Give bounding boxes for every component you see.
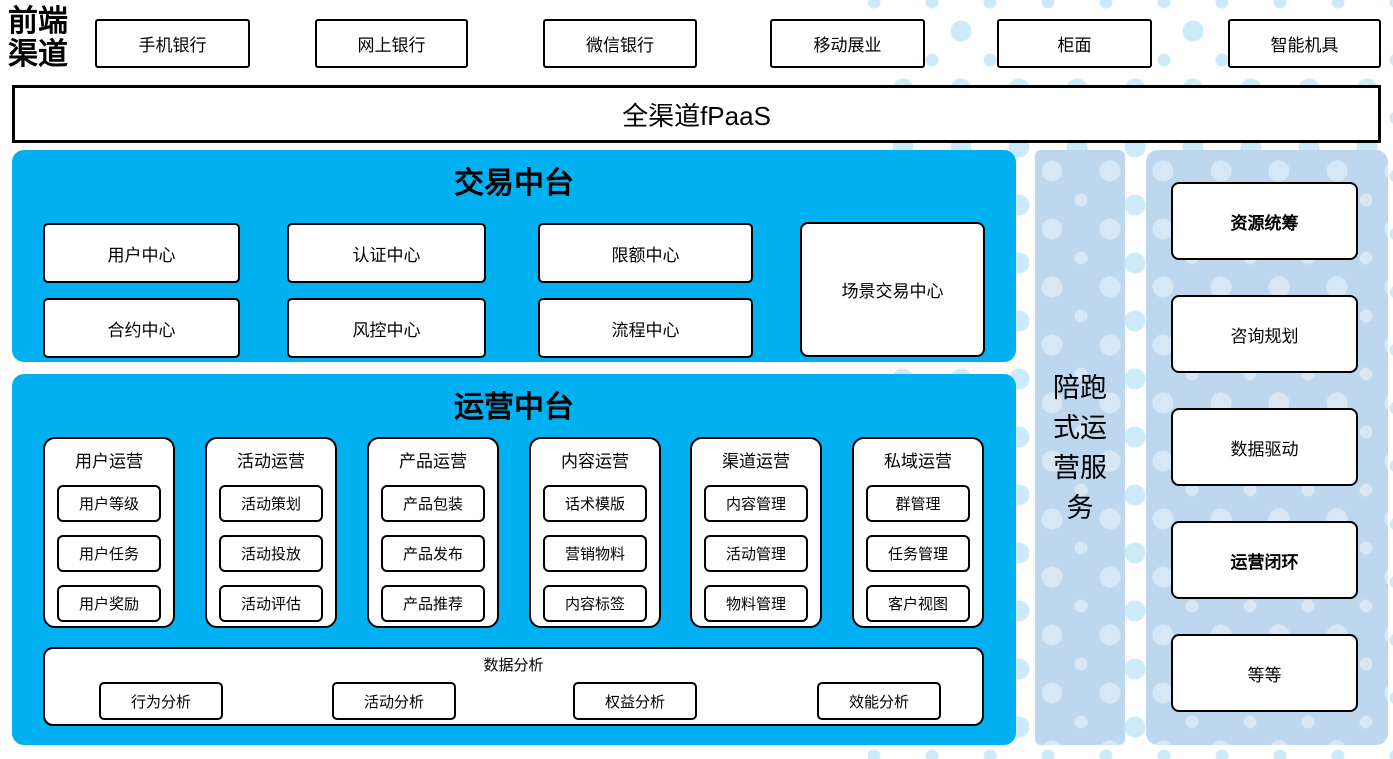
- ops-column-product: 产品运营 产品包装 产品发布 产品推荐: [367, 437, 499, 628]
- accompanying-service-label: 陪跑式运营服务: [1053, 372, 1107, 523]
- ops-item: 话术模版: [543, 485, 647, 522]
- service-box-consulting: 咨询规划: [1171, 295, 1358, 373]
- center-box-contract: 合约中心: [43, 298, 240, 358]
- analysis-box-behavior: 行为分析: [99, 682, 223, 720]
- data-analysis-title: 数据分析: [483, 657, 544, 674]
- channel-box-mobile-banking: 手机银行: [95, 19, 250, 68]
- accompanying-service-bar: 陪跑式运营服务: [1035, 150, 1125, 745]
- center-box-process: 流程中心: [538, 298, 753, 358]
- ops-item: 用户任务: [57, 535, 161, 572]
- ops-item: 活动投放: [219, 535, 323, 572]
- service-box-etc: 等等: [1171, 634, 1358, 712]
- center-box-risk: 风控中心: [287, 298, 486, 358]
- service-box-data-driven: 数据驱动: [1171, 408, 1358, 486]
- ops-column-activity: 活动运营 活动策划 活动投放 活动评估: [205, 437, 337, 628]
- ops-column-header: 内容运营: [561, 452, 629, 471]
- ops-item: 产品包装: [381, 485, 485, 522]
- center-box-scene-transaction: 场景交易中心: [800, 222, 985, 357]
- service-box-resource-planning: 资源统筹: [1171, 182, 1358, 260]
- ops-item: 物料管理: [704, 585, 808, 622]
- ops-item: 客户视图: [866, 585, 970, 622]
- ops-item: 活动评估: [219, 585, 323, 622]
- frontend-channels-label: 前端渠道: [8, 5, 68, 71]
- ops-item: 产品发布: [381, 535, 485, 572]
- ops-column-header: 活动运营: [237, 452, 305, 471]
- center-box-user: 用户中心: [43, 223, 240, 283]
- channel-box-counter: 柜面: [997, 19, 1152, 68]
- center-box-limit: 限额中心: [538, 223, 753, 283]
- ops-item: 用户等级: [57, 485, 161, 522]
- transaction-platform-title: 交易中台: [454, 167, 574, 200]
- fpaas-bar: 全渠道fPaaS: [12, 85, 1381, 143]
- ops-item: 营销物料: [543, 535, 647, 572]
- ops-item: 任务管理: [866, 535, 970, 572]
- service-items-panel: 资源统筹 咨询规划 数据驱动 运营闭环 等等: [1146, 150, 1388, 745]
- ops-item: 活动策划: [219, 485, 323, 522]
- service-box-closed-loop: 运营闭环: [1171, 521, 1358, 599]
- ops-item: 用户奖励: [57, 585, 161, 622]
- center-box-auth: 认证中心: [287, 223, 486, 283]
- ops-column-channel: 渠道运营 内容管理 活动管理 物料管理: [690, 437, 822, 628]
- channel-box-smart-machines: 智能机具: [1228, 19, 1381, 68]
- ops-column-private-domain: 私域运营 群管理 任务管理 客户视图: [852, 437, 984, 628]
- ops-column-header: 渠道运营: [722, 452, 790, 471]
- ops-item: 群管理: [866, 485, 970, 522]
- analysis-box-efficiency: 效能分析: [817, 682, 941, 720]
- channel-box-mobile-business: 移动展业: [770, 19, 925, 68]
- analysis-box-rights: 权益分析: [573, 682, 697, 720]
- ops-column-header: 私域运营: [884, 452, 952, 471]
- channel-box-online-banking: 网上银行: [315, 19, 468, 68]
- ops-column-user: 用户运营 用户等级 用户任务 用户奖励: [43, 437, 175, 628]
- ops-item: 活动管理: [704, 535, 808, 572]
- ops-column-header: 用户运营: [75, 452, 143, 471]
- operations-platform-title: 运营中台: [454, 391, 574, 424]
- ops-column-content: 内容运营 话术模版 营销物料 内容标签: [529, 437, 661, 628]
- ops-column-header: 产品运营: [399, 452, 467, 471]
- channel-box-wechat-banking: 微信银行: [543, 19, 697, 68]
- transaction-platform-section: 交易中台 用户中心 认证中心 限额中心 合约中心 风控中心 流程中心 场景交易中…: [12, 150, 1016, 362]
- ops-item: 内容标签: [543, 585, 647, 622]
- ops-item: 产品推荐: [381, 585, 485, 622]
- data-analysis-panel: 数据分析 行为分析 活动分析 权益分析 效能分析: [43, 647, 984, 726]
- operations-platform-section: 运营中台 用户运营 用户等级 用户任务 用户奖励 活动运营 活动策划 活动投放 …: [12, 374, 1016, 745]
- analysis-box-activity: 活动分析: [332, 682, 456, 720]
- ops-item: 内容管理: [704, 485, 808, 522]
